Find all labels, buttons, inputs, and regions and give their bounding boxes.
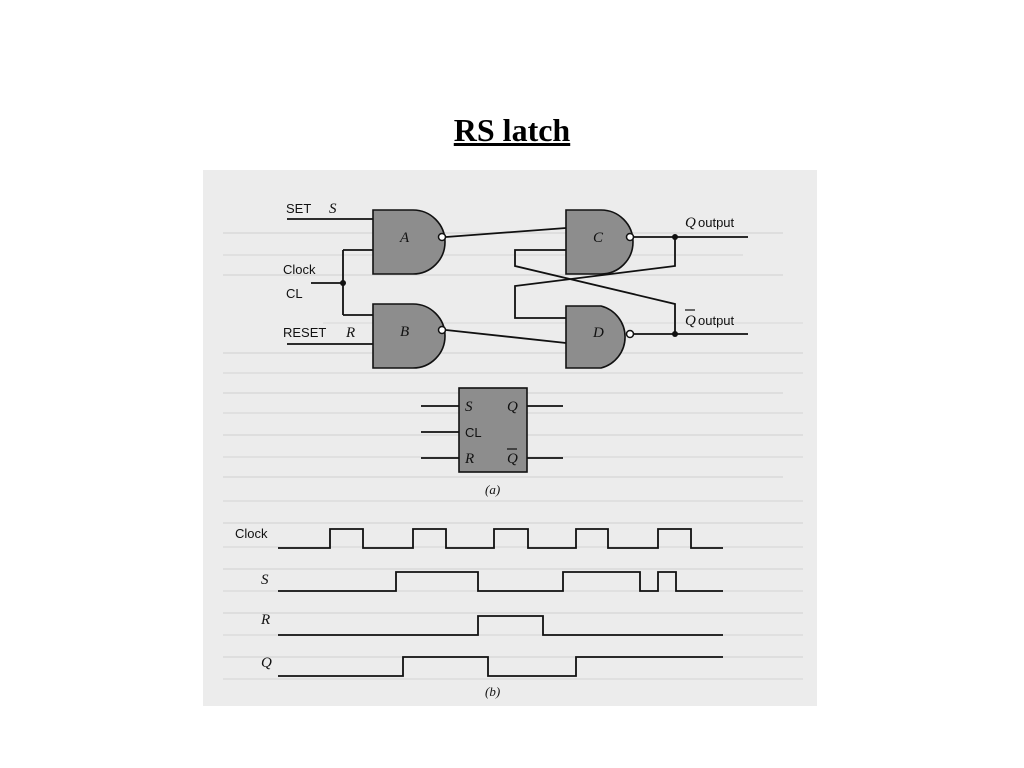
block-qbar-label: Q: [507, 451, 518, 467]
gate-d-bubble: [625, 329, 635, 339]
clock-label: Clock: [283, 262, 316, 277]
nand-gate-c: [565, 209, 634, 275]
reset-label: RESET: [283, 325, 326, 340]
qbar-output-label: output: [698, 313, 735, 328]
block-output-wires: [527, 405, 563, 459]
timing-clock-label: Clock: [235, 526, 268, 541]
q-waveform: [278, 656, 723, 677]
block-s-label: S: [465, 399, 473, 415]
qbar-output-symbol: Q: [685, 313, 696, 329]
reset-symbol: R: [345, 325, 355, 341]
figure-a-caption: (a): [485, 482, 500, 497]
cl-label: CL: [286, 286, 303, 301]
nand-gate-a: [372, 209, 446, 275]
latch-circuit: SET S Clock CL RESET R A B C D: [283, 201, 748, 369]
a-to-c-wire: [445, 227, 567, 238]
rs-latch-figure: SET S Clock CL RESET R A B C D: [203, 170, 817, 706]
timing-r-label: R: [260, 612, 270, 628]
b-to-d-wire: [445, 329, 567, 344]
gate-d-label: D: [592, 325, 604, 341]
timing-diagram: Clock S R Q (b): [235, 526, 723, 699]
q-feedback-wire: [514, 237, 676, 319]
block-r-label: R: [464, 451, 474, 467]
slide-title: RS latch: [453, 112, 571, 148]
gate-b-label: B: [400, 324, 409, 340]
block-q-label: Q: [507, 399, 518, 415]
r-waveform: [278, 615, 723, 636]
block-symbol-box: [458, 387, 528, 473]
figure-b-caption: (b): [485, 684, 500, 699]
set-label: SET: [286, 201, 311, 216]
nand-gate-b: [372, 303, 446, 369]
nand-gate-d: [565, 305, 626, 369]
qbar-feedback-wire: [514, 249, 676, 334]
clock-waveform: [278, 528, 723, 549]
gate-a-label: A: [399, 230, 410, 246]
q-output-symbol: Q: [685, 215, 696, 231]
block-cl-label: CL: [465, 425, 482, 440]
gate-c-label: C: [593, 230, 604, 246]
scanned-figure: SET S Clock CL RESET R A B C D: [203, 170, 817, 706]
timing-s-label: S: [261, 572, 269, 588]
clock-junction: [340, 280, 346, 286]
gate-b-bubble: [437, 325, 447, 335]
q-output-label: output: [698, 215, 735, 230]
s-waveform: [278, 571, 723, 592]
latch-block-symbol: S Q CL R Q (a): [421, 387, 563, 497]
block-input-wires: [421, 405, 459, 459]
timing-q-label: Q: [261, 655, 272, 671]
set-symbol: S: [329, 201, 337, 217]
gate-c-bubble: [625, 232, 635, 242]
gate-a-bubble: [437, 232, 447, 242]
